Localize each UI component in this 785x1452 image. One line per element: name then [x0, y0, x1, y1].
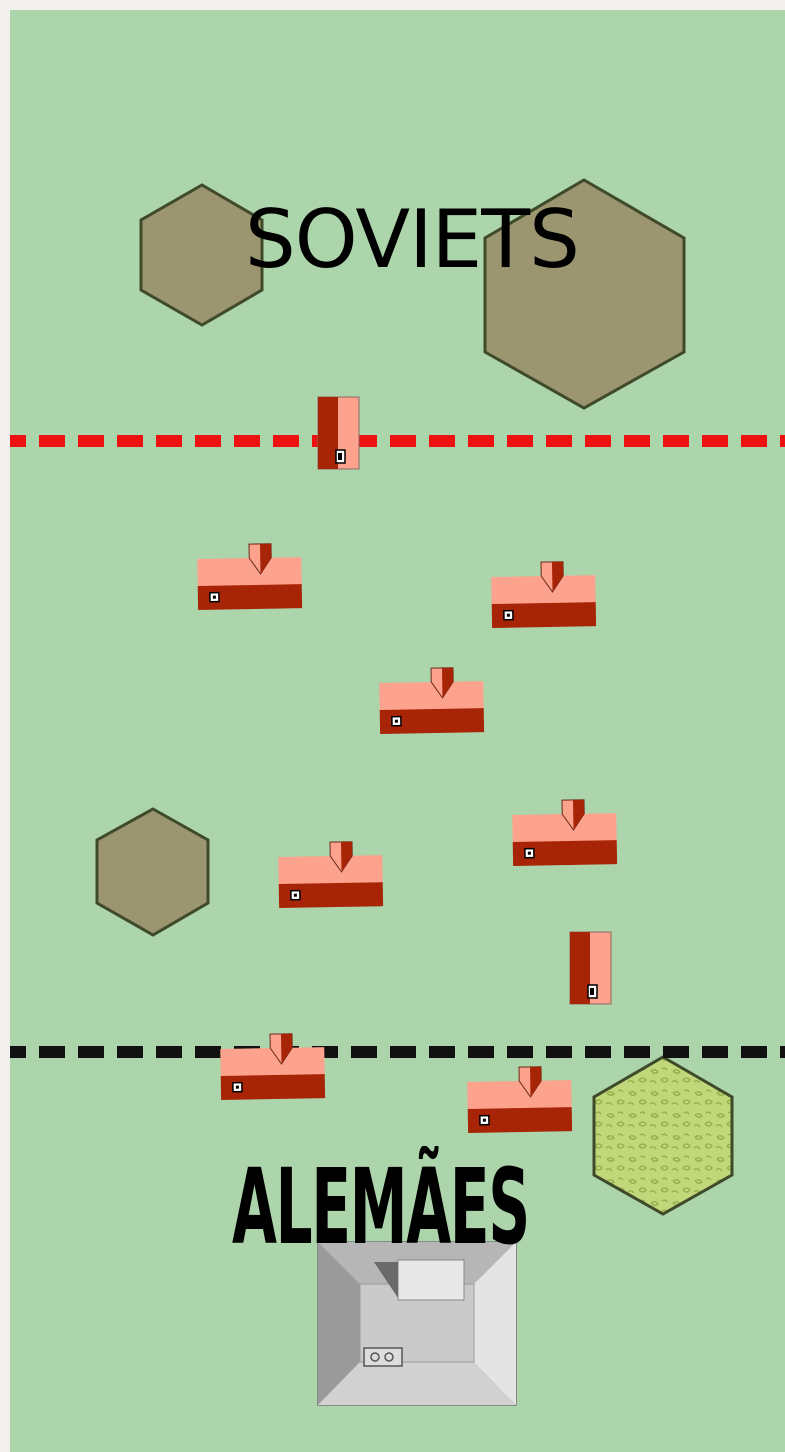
house-3	[379, 667, 484, 734]
house-5	[278, 841, 383, 908]
house-2	[491, 561, 596, 628]
house-vertical-2	[570, 932, 611, 1004]
hill-hex-small-left	[97, 809, 208, 935]
woods-hex	[594, 1057, 732, 1214]
hill-hex-small-top	[141, 185, 262, 325]
house-1	[197, 543, 302, 610]
house-4	[512, 799, 617, 866]
germans-label: ALEMÃES	[232, 1155, 529, 1259]
house-vertical-1	[318, 397, 359, 469]
house-6	[220, 1033, 325, 1100]
house-7	[467, 1066, 572, 1133]
game-map: SOVIETS ALEMÃES	[10, 10, 785, 1452]
soviets-label: SOVIETS	[245, 200, 579, 280]
